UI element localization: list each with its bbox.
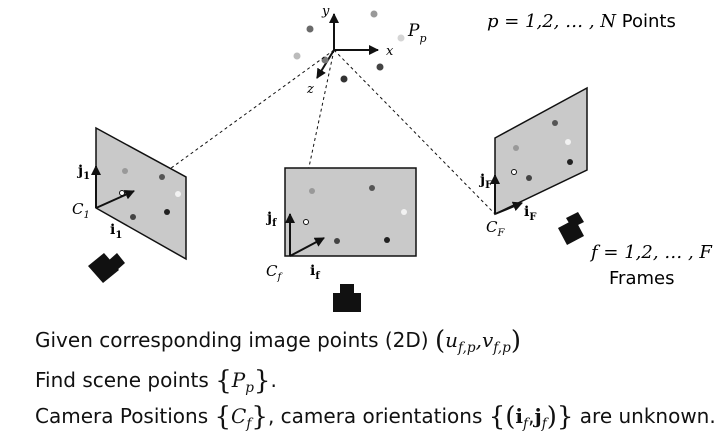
- frames-label: Frames: [609, 268, 674, 289]
- caption-line-unknowns: Camera Positions {Cf}, camera orientatio…: [35, 402, 716, 432]
- image-plane-frame-1: [91, 126, 187, 261]
- frame-1-j-label: j1: [76, 163, 90, 182]
- frame-F-i-label: iF: [524, 204, 536, 223]
- frame-F-j-label: jF: [478, 172, 492, 191]
- frames-count-eq: f = 1,2, … , F: [589, 242, 713, 263]
- scene-points: [293, 10, 405, 83]
- y-axis-label: y: [321, 4, 330, 19]
- frame-F-camera-center: CF: [486, 218, 505, 239]
- camera-1-icon: [88, 253, 125, 283]
- scene-point: [370, 10, 378, 18]
- camera-f-icon: [333, 284, 361, 312]
- frame-1-camera-center: C1: [72, 200, 90, 221]
- scene-point: [306, 25, 314, 33]
- image-plane-frame-F: [490, 86, 588, 216]
- point-label-P: Pp: [407, 21, 427, 45]
- scene-point: [321, 56, 329, 64]
- scene-point: [376, 63, 384, 71]
- z-axis-label: z: [306, 82, 314, 97]
- camera-F-icon: [558, 212, 584, 245]
- caption-line-find: Find scene points {Pp}.: [35, 366, 277, 396]
- world-coordinate-frame: y x z: [306, 4, 394, 97]
- frame-f-i-label: if: [310, 263, 320, 282]
- frame-f-j-label: jf: [265, 210, 277, 229]
- frame-1-i-label: i1: [110, 222, 122, 241]
- x-axis-label: x: [386, 44, 394, 59]
- frame-f-camera-center: Cf: [266, 262, 283, 283]
- scene-point: [293, 52, 301, 60]
- points-count-note: p = 1,2, … , N Points: [487, 11, 676, 32]
- scene-point-p: [397, 34, 405, 42]
- scene-point: [340, 75, 348, 83]
- image-plane-frame-f: [284, 167, 417, 257]
- caption-line-given: Given corresponding image points (2D) (u…: [35, 326, 521, 356]
